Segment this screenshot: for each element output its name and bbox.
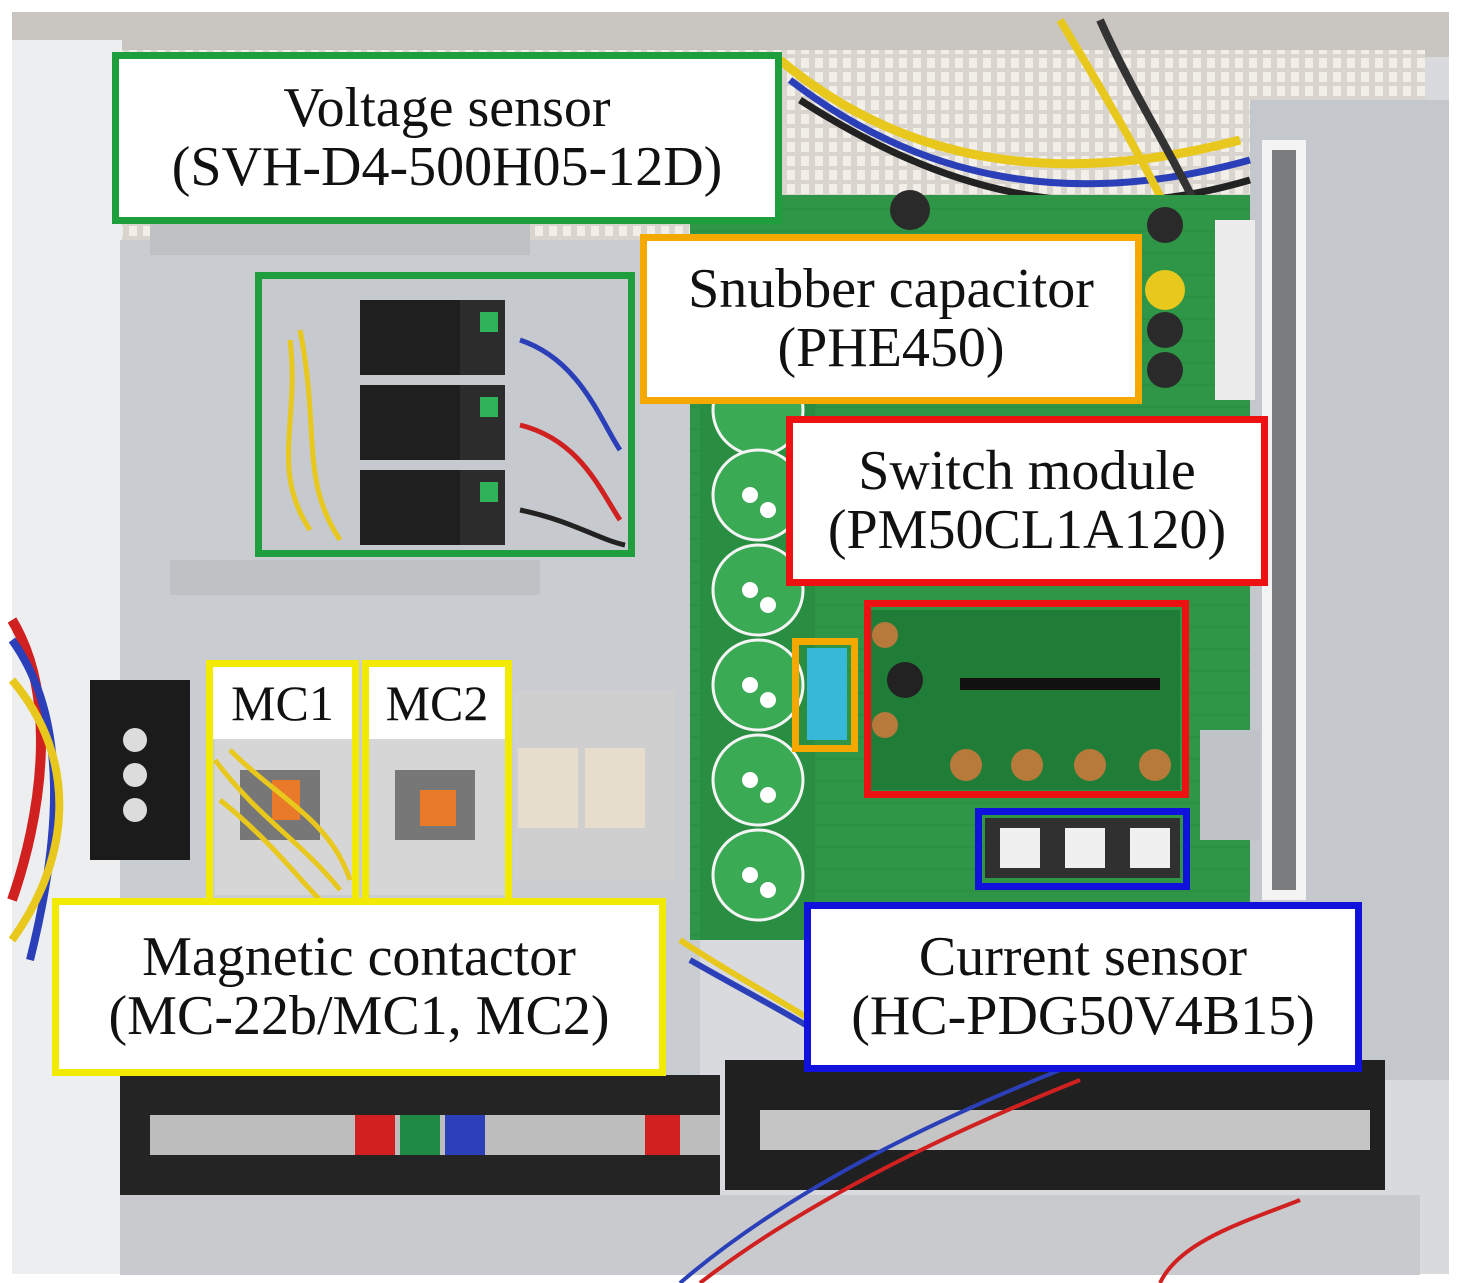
switch-module-frame <box>864 600 1189 798</box>
voltage-sensor-label: Voltage sensor (SVH-D4-500H05-12D) <box>112 52 782 224</box>
snubber-capacitor-frame <box>792 638 858 752</box>
mc1-label: MC1 <box>213 667 352 739</box>
snubber-capacitor-part <box>807 648 847 740</box>
switch-module-title: Switch module <box>858 440 1196 503</box>
magnetic-contactor-title: Magnetic contactor <box>142 926 576 989</box>
pcb-round-capacitors <box>711 363 805 922</box>
enclosure-top-edge <box>12 12 1449 57</box>
magnetic-contactor-model: (MC-22b/MC1, MC2) <box>108 985 610 1047</box>
voltage-sensor-model: (SVH-D4-500H05-12D) <box>171 136 723 198</box>
current-sensor-title: Current sensor <box>918 926 1248 989</box>
snubber-capacitor-title: Snubber capacitor <box>688 258 1094 321</box>
current-sensor-label: Current sensor (HC-PDG50V4B15) <box>804 902 1362 1072</box>
magnetic-contactor-label: Magnetic contactor (MC-22b/MC1, MC2) <box>52 898 666 1076</box>
mc1-text: MC1 <box>231 674 334 731</box>
pcb-electrolytic-capacitors <box>890 190 1185 388</box>
dinrail-bracket <box>170 560 540 595</box>
top-bracket <box>150 220 530 255</box>
current-sensor-model: (HC-PDG50V4B15) <box>851 985 1315 1047</box>
mc2-label: MC2 <box>369 667 505 739</box>
mc2-text: MC2 <box>385 674 489 731</box>
switch-module-terminals <box>872 622 1171 781</box>
ribbon-cable <box>1200 730 1260 840</box>
current-sensor-frame <box>975 808 1190 890</box>
switch-module-label: Switch module (PM50CL1A120) <box>786 416 1268 586</box>
snubber-capacitor-label: Snubber capacitor (PHE450) <box>640 234 1142 404</box>
snubber-capacitor-model: (PHE450) <box>777 317 1005 379</box>
pcb-connectors <box>1215 220 1255 400</box>
cable-duct-slot <box>1272 150 1296 890</box>
switch-module-model: (PM50CL1A120) <box>827 499 1227 561</box>
voltage-sensor-frame <box>255 272 635 557</box>
voltage-sensor-title: Voltage sensor <box>283 77 611 140</box>
